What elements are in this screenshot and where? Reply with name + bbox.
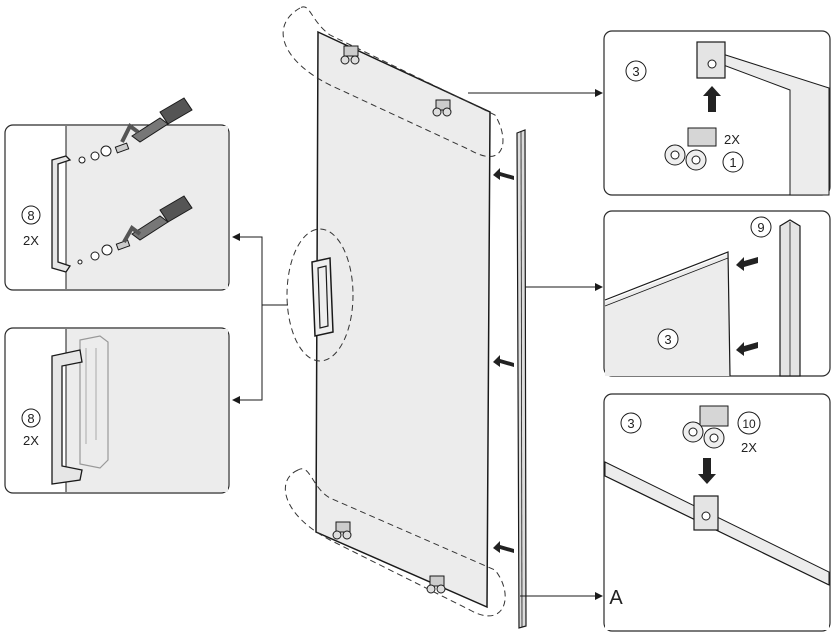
reference-label-a: A: [609, 587, 623, 609]
panel-handle-mounted: 8 2X: [4, 327, 230, 494]
step-number-label: 3: [632, 64, 639, 79]
up-arrow: [703, 86, 721, 112]
quantity-label: 2X: [741, 440, 757, 455]
part-number-badge: [737, 411, 761, 435]
quantity-label: 2X: [23, 433, 39, 448]
roller-wheel-assembly: [682, 405, 729, 449]
push-arrow-lower: [736, 342, 758, 356]
bottom-roller-left: [332, 521, 352, 540]
part-number-label: 1: [729, 155, 736, 170]
rotate-arrow-bottom: [122, 225, 142, 243]
step-number-label: 3: [627, 416, 634, 431]
screw-hardware-top: [78, 142, 130, 164]
top-roller-right: [432, 99, 452, 117]
part-number-badge: [722, 151, 744, 173]
push-arrow-bottom: [493, 541, 514, 553]
top-roller-left: [340, 45, 360, 65]
panel-seal-install: 9 3: [603, 210, 831, 377]
part-number-badge: [21, 205, 41, 225]
rotate-arrow-top: [120, 122, 140, 143]
part-number-label: 10: [742, 417, 756, 431]
push-arrow-upper: [736, 257, 758, 271]
connector-left: [232, 233, 288, 404]
door-handle: [311, 257, 334, 337]
seal-profile: [779, 219, 801, 377]
panel-handle-install-top: 8 2X: [4, 97, 230, 291]
part-number-badge: [750, 216, 772, 238]
screw-hardware-bottom: [77, 239, 131, 265]
quantity-label: 2X: [724, 132, 740, 147]
bottom-roller-right: [426, 575, 446, 594]
step-number-badge: [657, 328, 679, 350]
glass-door-panel: [315, 30, 491, 609]
top-rollers-callout: [282, 6, 504, 157]
part-number-label: 8: [27, 208, 34, 223]
roller-bracket: [693, 495, 719, 531]
side-profile-strip: [516, 129, 527, 629]
screwdriver-top: [131, 97, 193, 143]
roller-wheel-assembly: [664, 127, 717, 171]
step-number-badge: [620, 412, 642, 434]
part-number-label: 9: [757, 220, 764, 235]
quantity-label: 2X: [23, 233, 39, 248]
screwdriver-bottom: [131, 195, 193, 241]
step-number-badge: [625, 60, 647, 82]
down-arrow: [698, 458, 716, 484]
push-arrow-top: [493, 168, 514, 180]
part-number-label: 8: [27, 411, 34, 426]
roller-bracket: [696, 41, 726, 79]
bottom-rollers-callout: [284, 468, 506, 617]
part-number-badge: [21, 408, 41, 428]
step-number-label: 3: [664, 332, 671, 347]
push-arrow-mid: [493, 355, 514, 367]
panel-roller-bottom-install: 3 10 2X: [603, 393, 831, 632]
handle-callout: [286, 228, 354, 362]
panel-roller-top-install: 3 2X 1: [603, 30, 831, 196]
